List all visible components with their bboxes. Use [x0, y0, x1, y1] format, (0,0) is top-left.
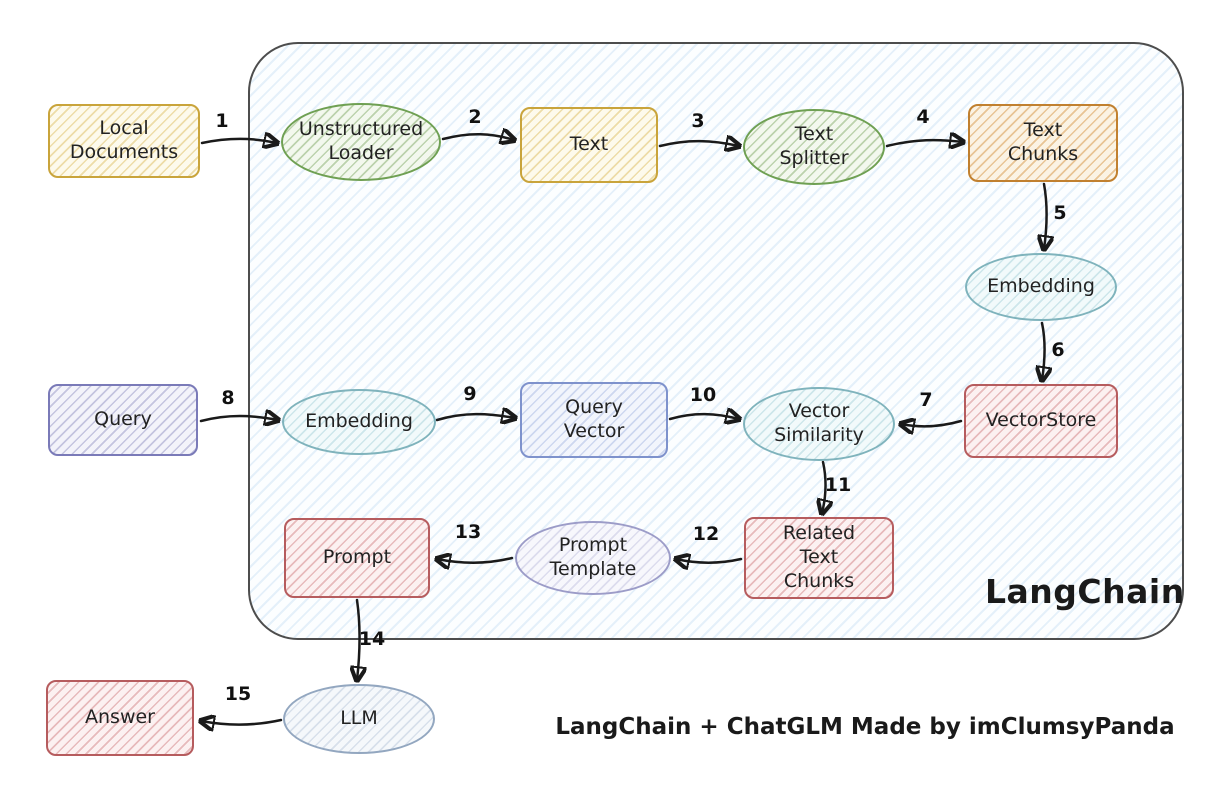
edge-label-9: 9: [463, 383, 477, 405]
node-query: Query: [48, 384, 198, 456]
node-vectorstore: VectorStore: [964, 384, 1118, 458]
node-text: Text: [520, 107, 658, 183]
node-label: Query: [94, 408, 152, 431]
node-local-documents: Local Documents: [48, 104, 200, 178]
node-label: Prompt Template: [549, 534, 637, 580]
diagram-caption: LangChain + ChatGLM Made by imClumsyPand…: [555, 714, 1175, 740]
node-label: Answer: [85, 706, 155, 729]
node-text-chunks: Text Chunks: [968, 104, 1118, 182]
node-embedding-doc: Embedding: [965, 253, 1117, 321]
node-label: Related Text Chunks: [782, 522, 856, 592]
langchain-container-label: LangChain: [985, 572, 1185, 611]
edge-label-15: 15: [224, 683, 252, 705]
node-label: Embedding: [987, 275, 1095, 298]
node-answer: Answer: [46, 680, 194, 756]
node-prompt-template: Prompt Template: [515, 521, 671, 595]
edge-label-5: 5: [1053, 202, 1067, 224]
node-label: Text Splitter: [779, 123, 849, 169]
edge-label-7: 7: [919, 389, 933, 411]
node-label: Text Chunks: [1007, 119, 1079, 165]
node-label: Unstructured Loader: [298, 118, 424, 164]
node-label: VectorStore: [985, 409, 1097, 432]
node-vector-similarity: Vector Similarity: [743, 387, 895, 461]
node-text-splitter: Text Splitter: [743, 109, 885, 185]
edge-label-2: 2: [468, 106, 482, 128]
node-label: Prompt: [322, 546, 392, 569]
edge-label-3: 3: [691, 110, 705, 132]
edge-label-6: 6: [1051, 339, 1065, 361]
edge-15-arrow: [201, 720, 283, 725]
edge-label-4: 4: [916, 106, 930, 128]
node-related-text-chunks: Related Text Chunks: [744, 517, 894, 599]
node-label: Local Documents: [69, 117, 179, 163]
edge-label-8: 8: [221, 387, 235, 409]
node-label: Vector Similarity: [774, 400, 864, 446]
node-embedding-query: Embedding: [282, 389, 436, 455]
edge-label-11: 11: [824, 474, 852, 496]
edge-label-12: 12: [692, 523, 720, 545]
node-label: Query Vector: [563, 396, 625, 442]
node-query-vector: Query Vector: [520, 382, 668, 458]
node-label: Text: [569, 133, 609, 156]
node-label: LLM: [340, 707, 378, 730]
edge-label-14: 14: [358, 628, 386, 650]
edge-label-10: 10: [689, 384, 717, 406]
node-prompt: Prompt: [284, 518, 430, 598]
node-unstructured-loader: Unstructured Loader: [281, 103, 441, 181]
node-label: Embedding: [305, 410, 413, 433]
edge-label-1: 1: [215, 110, 229, 132]
edge-label-13: 13: [454, 521, 482, 543]
node-llm: LLM: [283, 684, 435, 754]
